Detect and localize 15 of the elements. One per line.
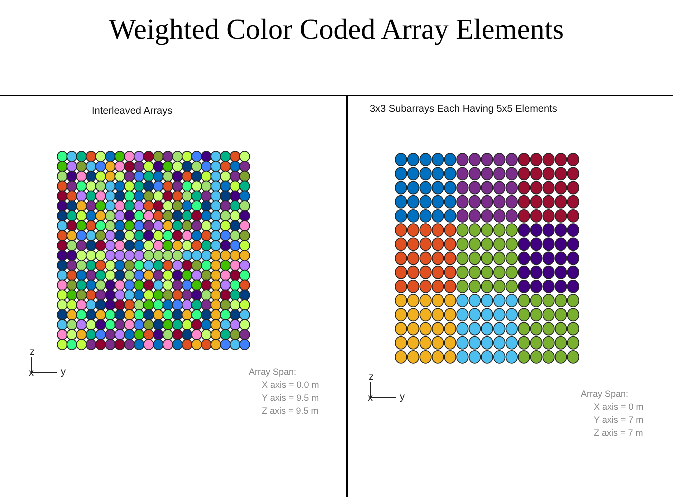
array-span-value: Z axis = 7 m: [594, 427, 644, 440]
array-span-heading: Array Span:: [581, 388, 629, 401]
array-span-heading: Array Span:: [249, 366, 297, 379]
axis-label: y: [61, 368, 66, 378]
diagram-title: Weighted Color Coded Array Elements: [108, 14, 566, 47]
array-span-value: X axis = 0.0 m: [262, 379, 320, 392]
array-span-value: X axis = 0 m: [594, 401, 644, 414]
axis-label: z: [30, 348, 35, 358]
array-span-value: Z axis = 9.5 m: [262, 405, 319, 418]
axis-label: y: [400, 393, 405, 403]
array-span-value: Y axis = 7 m: [594, 414, 644, 427]
panel-heading: 3x3 Subarrays Each Having 5x5 Elements: [370, 104, 558, 115]
axis-label: z: [369, 373, 374, 383]
array-span-value: Y axis = 9.5 m: [262, 392, 320, 405]
panel-heading: Interleaved Arrays: [92, 106, 173, 117]
